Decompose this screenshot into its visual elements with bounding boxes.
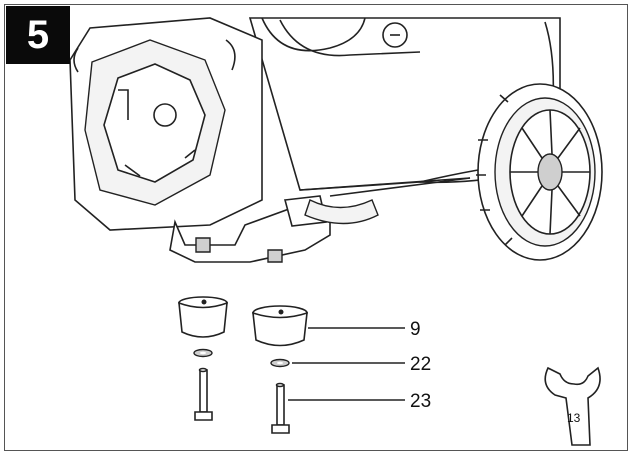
wrench-size-label: 13 [567,411,581,425]
washer-icon [193,348,290,368]
callout-label-22: 22 [410,354,431,375]
rubber-foot-icon [178,296,308,347]
wheel-icon [419,83,603,261]
bolt-icon [194,367,290,434]
wrench-icon: 13 [544,366,601,446]
diagram-frame [4,4,628,451]
callout-label-9: 9 [410,319,421,340]
compressor-body-icon [69,17,561,263]
step-number-badge: 5 [6,6,70,64]
step-number: 5 [26,13,50,57]
callout-label-23: 23 [410,391,431,412]
